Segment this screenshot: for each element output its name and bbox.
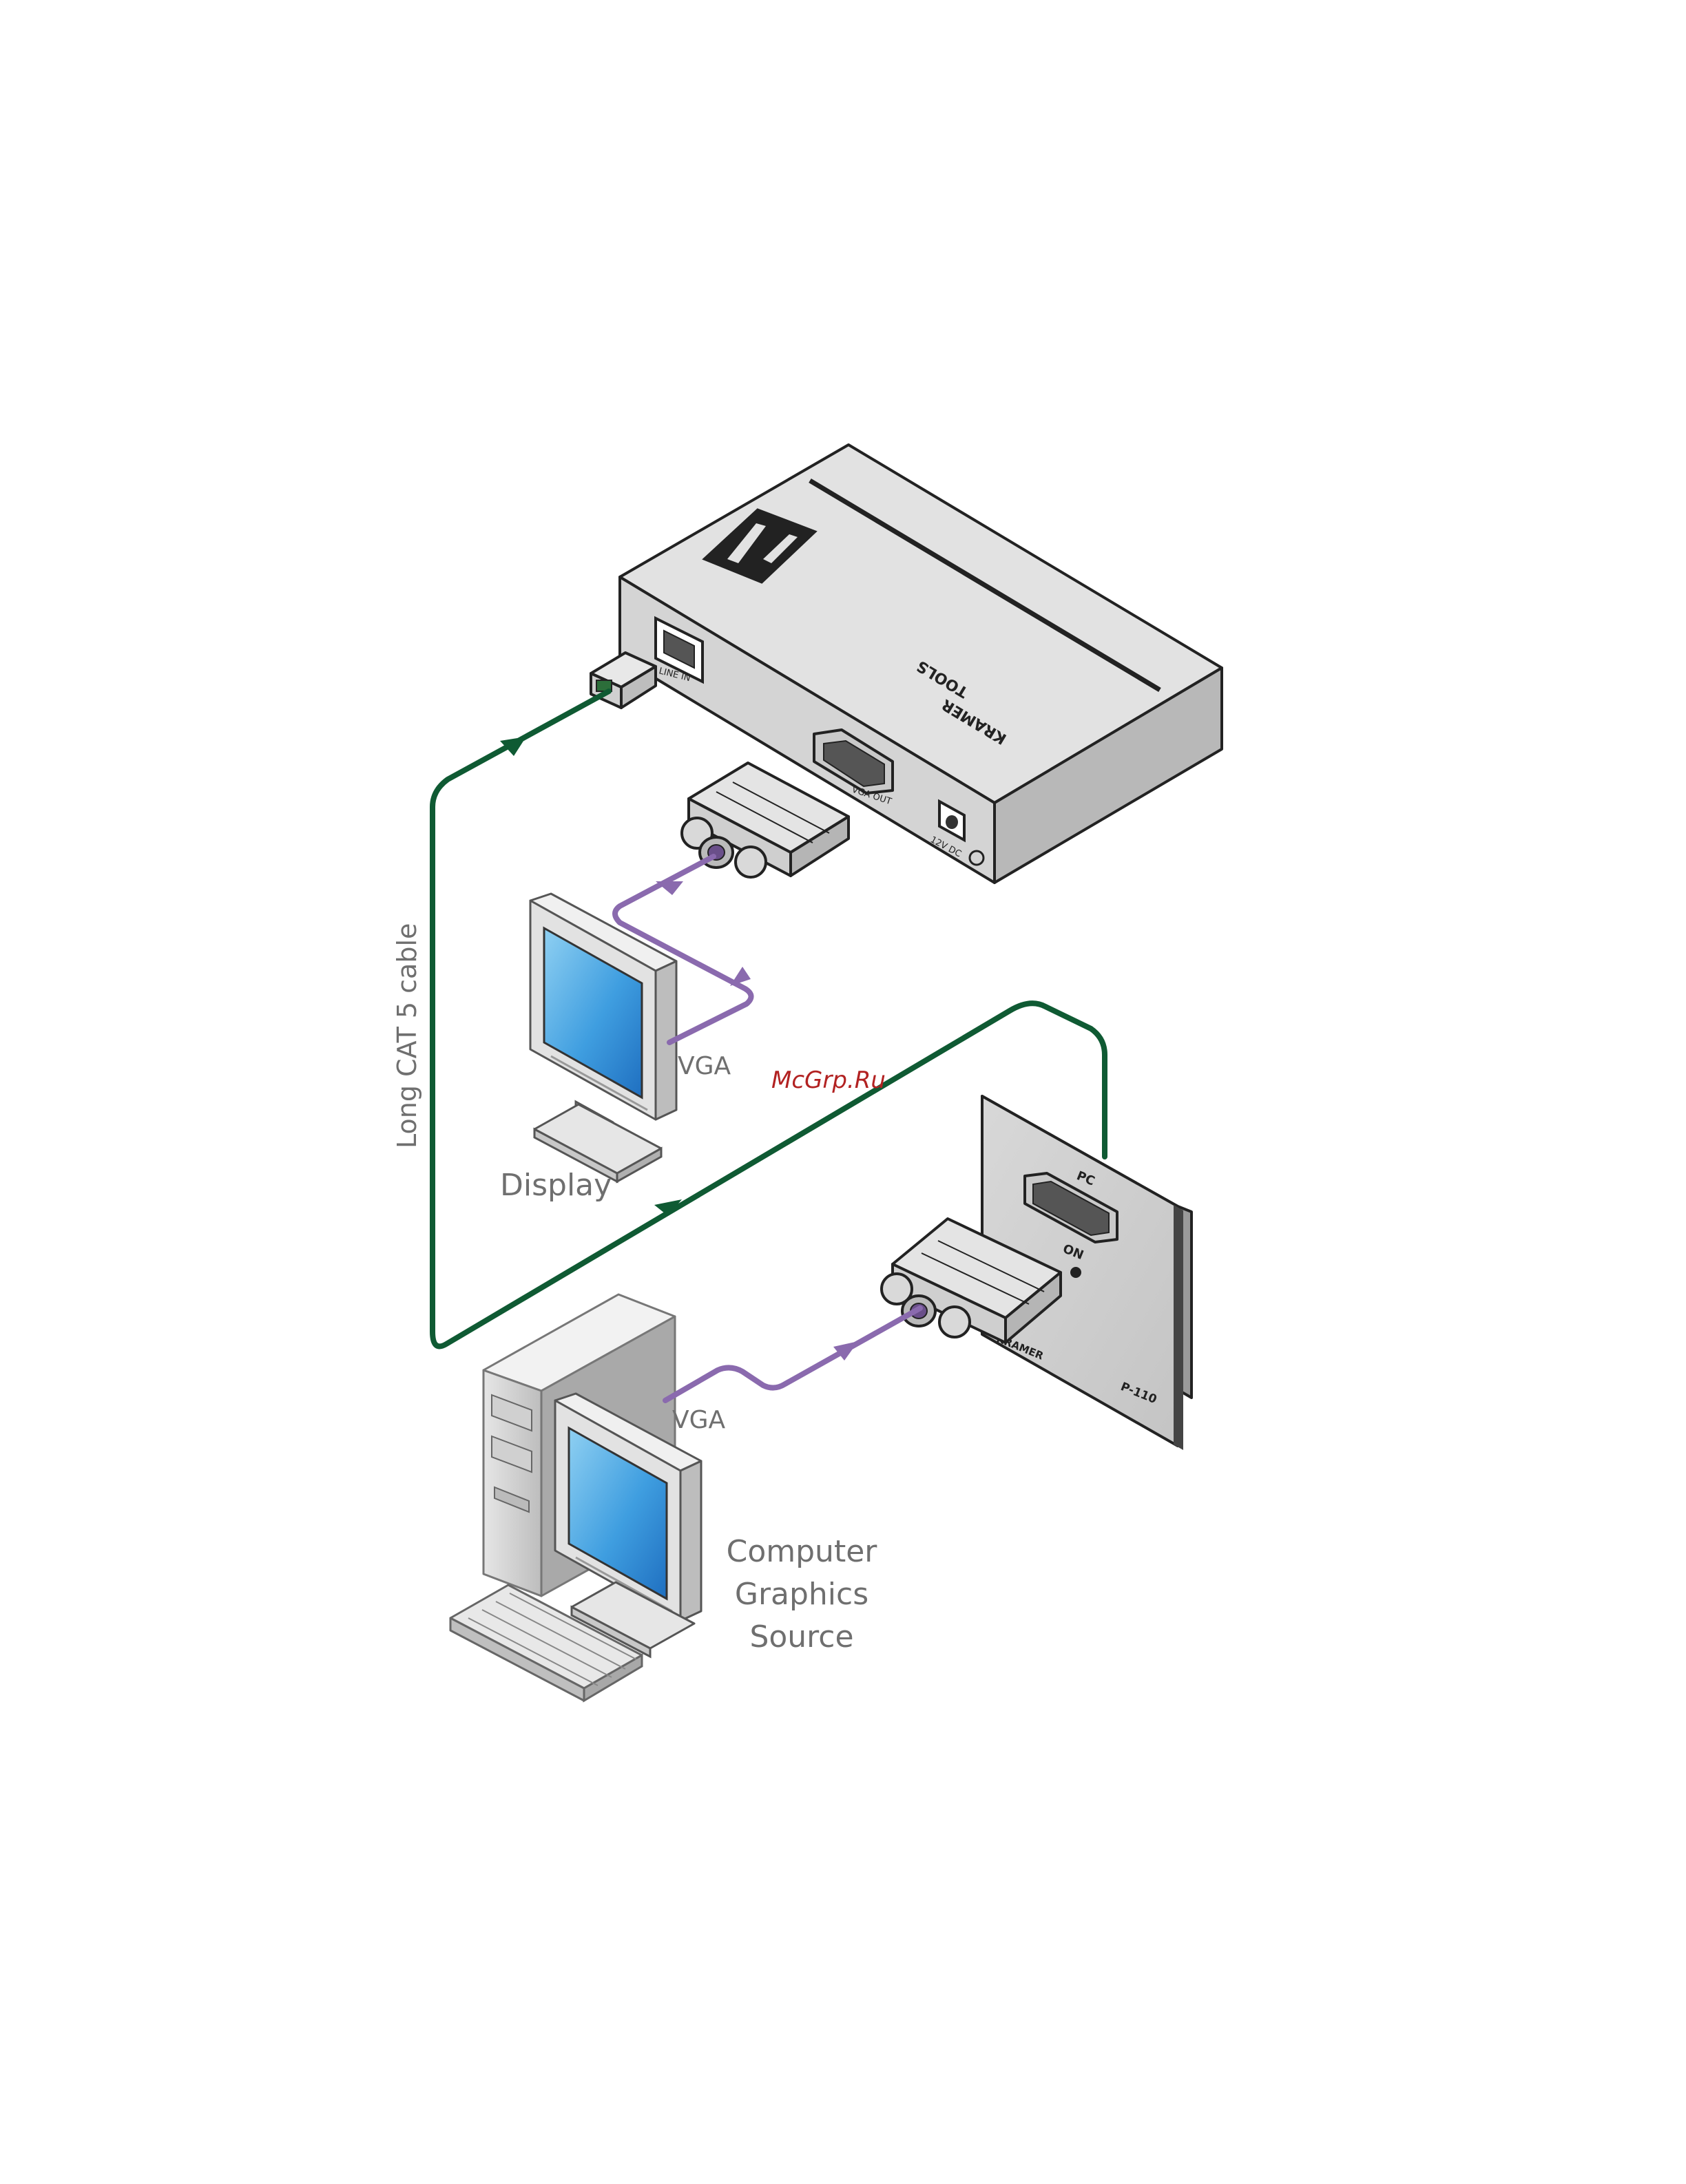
vga-cable-source-path [665, 1308, 920, 1400]
source-label-line2: Graphics [735, 1577, 868, 1612]
source-label-line3: Source [749, 1619, 853, 1655]
led-icon [1070, 1267, 1081, 1278]
watermark: McGrp.Ru [771, 1067, 886, 1094]
vga-label-display: VGA [678, 1052, 731, 1080]
rj45-plug [591, 653, 656, 708]
display-label: Display [500, 1168, 612, 1203]
source-label-line1: Computer [727, 1534, 878, 1569]
display-monitor [530, 894, 676, 1182]
vga-arrow-left-icon [656, 881, 683, 895]
cable-label: Long CAT 5 cable [392, 923, 422, 1148]
vga-label-source: VGA [672, 1406, 726, 1434]
computer-graphics-source [450, 1294, 701, 1701]
vga-cable-source [665, 1308, 920, 1400]
